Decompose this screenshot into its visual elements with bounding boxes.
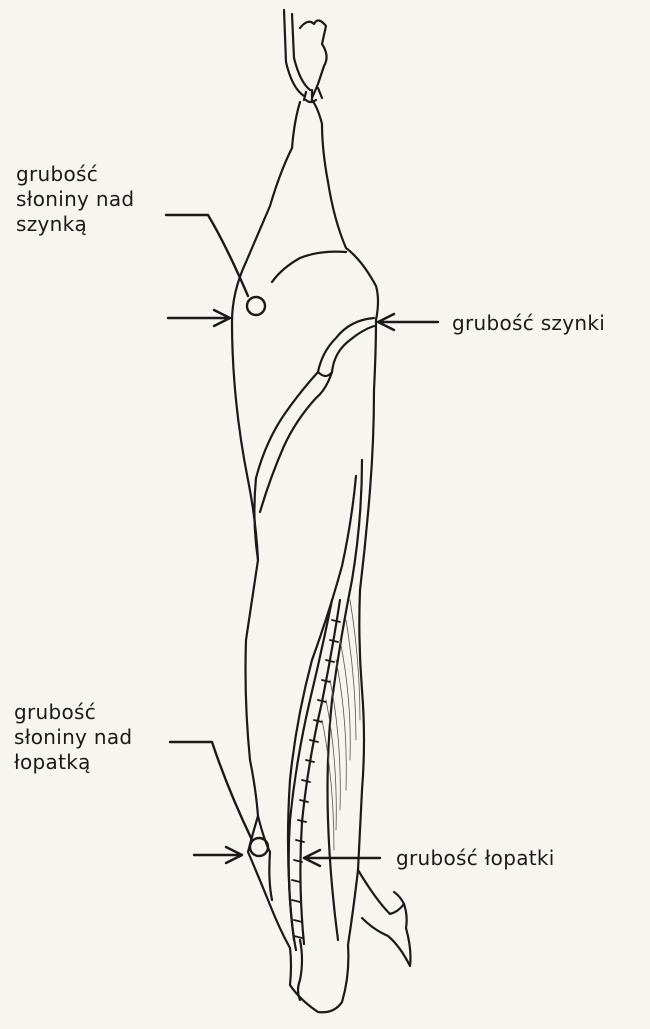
- label-line: słoniny nad: [14, 725, 132, 750]
- loin-line-2: [260, 372, 332, 512]
- shoulder-fat-arrow: [194, 847, 242, 863]
- shoulder-line: [258, 816, 272, 900]
- flank-line: [288, 476, 356, 950]
- loin-line-3: [272, 252, 346, 282]
- label-line: grubość: [16, 162, 134, 187]
- flank-line-outer: [328, 460, 363, 940]
- label-fat-over-ham: grubość słoniny nad szynką: [16, 162, 134, 237]
- label-fat-over-shoulder: grubość słoniny nad łopatką: [14, 700, 132, 775]
- loin-line-1: [254, 372, 318, 560]
- ham-muscle-line: [318, 318, 374, 376]
- label-ham-thickness: grubość szynki: [452, 311, 605, 336]
- ham-fat-measure-point: [247, 297, 265, 315]
- shoulder-fat-leader: [170, 742, 252, 840]
- label-line: szynką: [16, 212, 134, 237]
- shoulder-thickness-arrow: [304, 850, 380, 866]
- ham-fat-leader: [166, 215, 248, 296]
- spine-line: [289, 600, 332, 940]
- foreleg: [358, 870, 411, 966]
- hook-and-trotter: [284, 10, 327, 102]
- label-line: grubość: [14, 700, 132, 725]
- label-line: łopatką: [14, 750, 132, 775]
- label-line: słoniny nad: [16, 187, 134, 212]
- label-shoulder-thickness: grubość łopatki: [396, 846, 555, 871]
- ham-fat-arrow: [168, 310, 230, 326]
- ham-thickness-arrow: [378, 314, 438, 330]
